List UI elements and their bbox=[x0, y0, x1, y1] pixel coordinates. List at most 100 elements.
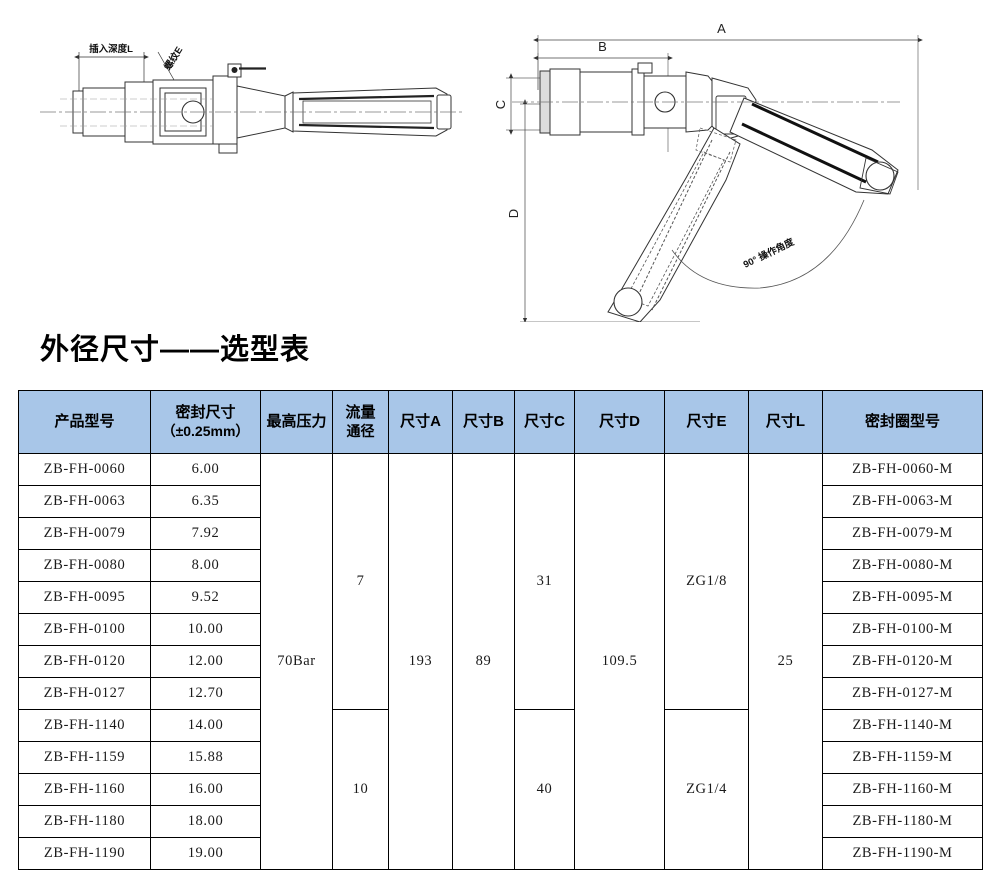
header-dimension-d: 尺寸D bbox=[574, 390, 665, 454]
dimension-d-label: D bbox=[506, 208, 521, 218]
table-row: ZB-FH-1160 16.00 ZB-FH-1160-M bbox=[18, 773, 983, 806]
table-row: ZB-FH-0063 6.35 ZB-FH-0063-M bbox=[18, 485, 983, 518]
header-max-pressure: 最高压力 bbox=[260, 390, 333, 454]
header-dimension-b: 尺寸B bbox=[452, 390, 515, 454]
table-row: ZB-FH-0127 12.70 ZB-FH-0127-M bbox=[18, 677, 983, 710]
header-line1: 尺寸E bbox=[686, 412, 727, 430]
cell-seal-ring-model: ZB-FH-1190-M bbox=[822, 837, 983, 870]
cell-seal-ring-model: ZB-FH-0080-M bbox=[822, 549, 983, 582]
cell-seal-ring-model: ZB-FH-1159-M bbox=[822, 741, 983, 774]
insert-depth-label: 插入深度L bbox=[89, 43, 133, 55]
cell-seal-ring-model: ZB-FH-0060-M bbox=[822, 453, 983, 486]
cell-seal-size: 12.70 bbox=[150, 677, 261, 710]
header-line2: 通径 bbox=[346, 422, 375, 439]
cell-seal-size: 6.00 bbox=[150, 453, 261, 486]
spec-table: 产品型号 密封尺寸 （±0.25mm） 最高压力 流量 通径 尺寸A 尺寸B bbox=[18, 390, 983, 870]
cell-product-model: ZB-FH-1190 bbox=[18, 837, 151, 870]
table-row: ZB-FH-1159 15.88 ZB-FH-1159-M bbox=[18, 741, 983, 774]
cell-flow-bore-top: 7 bbox=[332, 453, 389, 710]
cell-product-model: ZB-FH-1160 bbox=[18, 773, 151, 806]
cell-seal-size: 7.92 bbox=[150, 517, 261, 550]
cell-product-model: ZB-FH-1140 bbox=[18, 709, 151, 742]
cell-product-model: ZB-FH-0095 bbox=[18, 581, 151, 614]
cell-seal-size: 8.00 bbox=[150, 549, 261, 582]
cell-dimension-a-merged: 193 bbox=[388, 453, 453, 870]
cell-product-model: ZB-FH-0127 bbox=[18, 677, 151, 710]
table-row: ZB-FH-1140 14.00 10 40 ZG1/4 ZB-FH-1140-… bbox=[18, 709, 983, 870]
header-line1: 尺寸B bbox=[463, 412, 504, 430]
lever-arm-down bbox=[607, 127, 741, 322]
header-line1: 尺寸A bbox=[400, 412, 441, 430]
left-view-drawing: 插入深度L 螺纹E bbox=[40, 43, 465, 154]
cell-seal-ring-model: ZB-FH-0100-M bbox=[822, 613, 983, 646]
header-seal-size: 密封尺寸 （±0.25mm） bbox=[150, 390, 261, 454]
operating-angle-label: 90° 操作角度 bbox=[741, 236, 796, 271]
table-row: ZB-FH-0100 10.00 ZB-FH-0100-M bbox=[18, 613, 983, 646]
insert-depth-dimension: 插入深度L bbox=[74, 43, 149, 96]
cell-seal-ring-model: ZB-FH-1180-M bbox=[822, 805, 983, 838]
lever-arm-up bbox=[729, 97, 899, 195]
header-dimension-c: 尺寸C bbox=[514, 390, 575, 454]
header-line2: （±0.25mm） bbox=[161, 422, 250, 439]
cell-seal-size: 12.00 bbox=[150, 645, 261, 678]
header-line1: 尺寸L bbox=[765, 412, 806, 430]
table-row: ZB-FH-0120 12.00 ZB-FH-0120-M bbox=[18, 645, 983, 678]
dimension-b-label: B bbox=[598, 39, 608, 54]
table-row: ZB-FH-0080 8.00 ZB-FH-0080-M bbox=[18, 549, 983, 582]
cell-seal-ring-model: ZB-FH-0063-M bbox=[822, 485, 983, 518]
header-dimension-e: 尺寸E bbox=[664, 390, 749, 454]
cell-seal-size: 6.35 bbox=[150, 485, 261, 518]
cell-seal-ring-model: ZB-FH-0079-M bbox=[822, 517, 983, 550]
header-line1: 流量 bbox=[345, 404, 376, 422]
cell-product-model: ZB-FH-1180 bbox=[18, 805, 151, 838]
thread-label: 螺纹E bbox=[162, 44, 186, 72]
cell-product-model: ZB-FH-0079 bbox=[18, 517, 151, 550]
cell-dimension-e-top: ZG1/8 bbox=[664, 453, 749, 710]
cell-dimension-c-bottom: 40 bbox=[514, 709, 575, 870]
table-row: ZB-FH-0095 9.52 ZB-FH-0095-M bbox=[18, 581, 983, 614]
page-title: 外径尺寸——选型表 bbox=[40, 334, 311, 366]
spec-table-container: 产品型号 密封尺寸 （±0.25mm） 最高压力 流量 通径 尺寸A 尺寸B bbox=[18, 390, 983, 870]
cell-seal-size: 16.00 bbox=[150, 773, 261, 806]
cell-seal-ring-model: ZB-FH-1160-M bbox=[822, 773, 983, 806]
cell-dimension-e-bottom: ZG1/4 bbox=[664, 709, 749, 870]
table-row: ZB-FH-0079 7.92 ZB-FH-0079-M bbox=[18, 517, 983, 550]
header-line1: 最高压力 bbox=[266, 412, 327, 430]
cell-dimension-b-merged: 89 bbox=[452, 453, 515, 870]
header-dimension-a: 尺寸A bbox=[388, 390, 453, 454]
cell-dimension-c-top: 31 bbox=[514, 453, 575, 710]
cell-seal-size: 10.00 bbox=[150, 613, 261, 646]
header-line1: 尺寸D bbox=[599, 412, 640, 430]
cell-product-model: ZB-FH-1159 bbox=[18, 741, 151, 774]
header-line1: 产品型号 bbox=[54, 412, 115, 430]
cell-seal-size: 9.52 bbox=[150, 581, 261, 614]
header-line1: 尺寸C bbox=[524, 412, 565, 430]
cell-product-model: ZB-FH-0060 bbox=[18, 453, 151, 486]
dimension-c-label: C bbox=[493, 99, 508, 109]
cell-dimension-d-merged: 109.5 bbox=[574, 453, 665, 870]
cell-product-model: ZB-FH-0080 bbox=[18, 549, 151, 582]
technical-drawing-area: 插入深度L 螺纹E bbox=[0, 0, 1000, 366]
header-line1: 密封尺寸 bbox=[175, 404, 236, 422]
table-row: ZB-FH-1190 19.00 ZB-FH-1190-M bbox=[18, 837, 983, 870]
cell-max-pressure-merged: 70Bar bbox=[260, 453, 333, 870]
cell-seal-size: 14.00 bbox=[150, 709, 261, 742]
cell-dimension-l-merged: 25 bbox=[748, 453, 823, 870]
header-dimension-l: 尺寸L bbox=[748, 390, 823, 454]
cell-seal-size: 18.00 bbox=[150, 805, 261, 838]
cell-product-model: ZB-FH-0063 bbox=[18, 485, 151, 518]
header-flow-bore: 流量 通径 bbox=[332, 390, 389, 454]
header-line1: 密封圈型号 bbox=[864, 412, 940, 430]
dimension-a-label: A bbox=[717, 21, 727, 36]
right-view-drawing: A B C D bbox=[493, 21, 923, 322]
cell-seal-ring-model: ZB-FH-0095-M bbox=[822, 581, 983, 614]
technical-drawing-svg: 插入深度L 螺纹E bbox=[40, 21, 923, 322]
spec-table-body: ZB-FH-0060 6.00 70Bar 7 193 89 31 109.5 … bbox=[18, 453, 983, 870]
table-header-row: 产品型号 密封尺寸 （±0.25mm） 最高压力 流量 通径 尺寸A 尺寸B bbox=[18, 390, 983, 454]
cell-product-model: ZB-FH-0100 bbox=[18, 613, 151, 646]
table-row: ZB-FH-0060 6.00 70Bar 7 193 89 31 109.5 … bbox=[18, 453, 983, 870]
cell-product-model: ZB-FH-0120 bbox=[18, 645, 151, 678]
header-product-model: 产品型号 bbox=[18, 390, 151, 454]
cell-seal-ring-model: ZB-FH-0120-M bbox=[822, 645, 983, 678]
header-seal-ring-model: 密封圈型号 bbox=[822, 390, 983, 454]
